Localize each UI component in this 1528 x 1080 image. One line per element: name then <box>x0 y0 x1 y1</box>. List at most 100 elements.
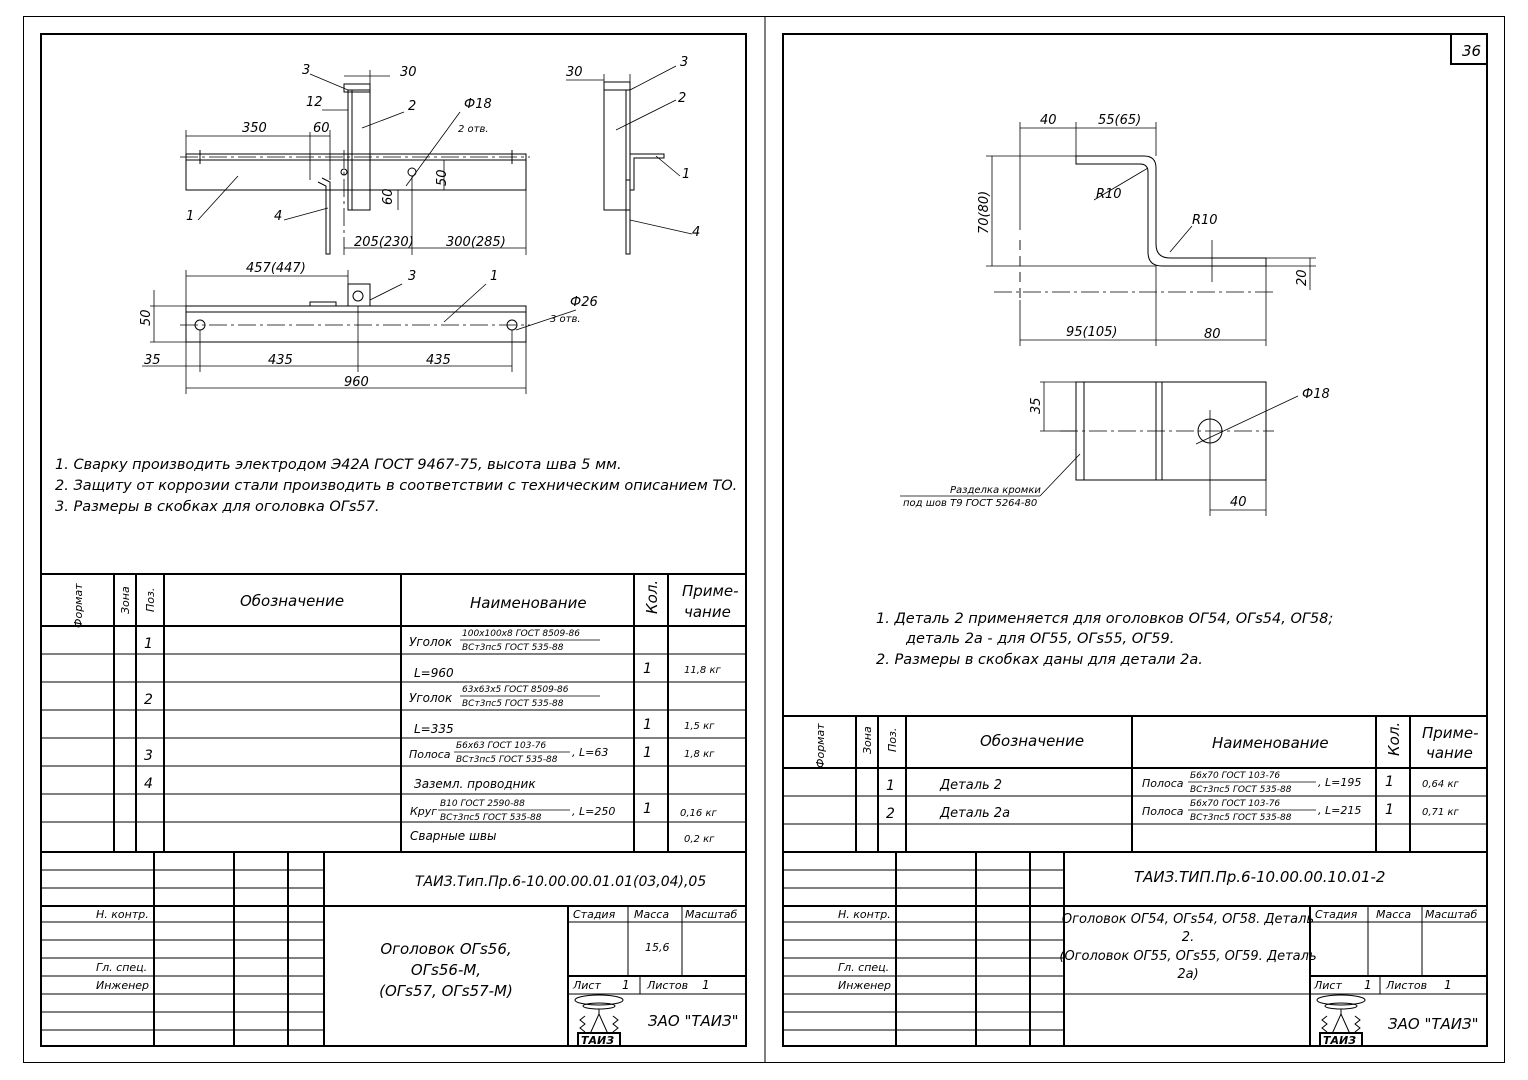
header-qty: Кол. <box>643 580 661 614</box>
row-frac-bot: ВСт3пс5 ГОСТ 535-88 <box>462 643 564 653</box>
dim-label: 50 <box>435 169 450 186</box>
dim-label: 60 <box>313 121 330 136</box>
row-pos: 2 <box>886 806 895 822</box>
mass-value: 15,6 <box>645 941 670 954</box>
left-plan-view <box>142 270 577 394</box>
header-note: Приме- <box>682 582 739 600</box>
row-designation: Деталь 2а <box>939 806 1010 821</box>
dim-label: 95(105) <box>1066 325 1118 340</box>
dim-label: 35 <box>1029 397 1044 414</box>
dim-label: 20 <box>1295 269 1310 286</box>
right-title-block <box>783 852 1487 1046</box>
row-qty: 1 <box>1385 802 1394 818</box>
row-frac-bot: ВСт3пс5 ГОСТ 535-88 <box>1190 785 1292 795</box>
right-plan-view-labels: 35 Ф18 40 Разделка кромки под шов Т9 ГОС… <box>903 387 1330 510</box>
dim-label: R10 <box>1192 213 1218 228</box>
drawing-title: Оголовок ОГ54, ОГs54, ОГ58. Деталь <box>1062 912 1314 927</box>
label-stadiya: Стадия <box>573 908 616 921</box>
logo-text: ТАИЗ <box>581 1034 614 1047</box>
dim-label: 435 <box>426 353 451 368</box>
label-inzhener: Инженер <box>838 979 891 992</box>
label-inzhener: Инженер <box>96 979 149 992</box>
row-frac-top: В10 ГОСТ 2590-88 <box>440 799 525 809</box>
dim-label: R10 <box>1096 187 1122 202</box>
row-name: Сварные швы <box>410 829 496 843</box>
note-line: 1. Деталь 2 применяется для оголовков ОГ… <box>876 611 1333 627</box>
pos-label: 1 <box>682 167 690 182</box>
header-name: Наименование <box>470 594 587 612</box>
right-profile-view-labels: 40 55(65) 70(80) R10 R10 20 95(105) 80 <box>977 113 1310 342</box>
right-title-block-text: ТАИЗ.ТИП.Пр.6-10.00.00.10.01-2 Н. контр.… <box>838 868 1479 1033</box>
dim-label: 50 <box>139 309 154 326</box>
row-name: Полоса <box>1142 777 1184 790</box>
row-name: Полоса <box>1142 805 1184 818</box>
listov-number: 1 <box>1444 978 1452 992</box>
dim-label: Ф18 <box>1302 387 1330 402</box>
row-suffix: , L=250 <box>572 805 615 818</box>
header-zone: Зона <box>119 586 132 614</box>
row-qty: 1 <box>1385 774 1394 790</box>
row-pos: 4 <box>144 776 153 792</box>
label-gl-spec: Гл. спец. <box>96 961 147 974</box>
right-profile-view <box>986 122 1316 346</box>
row-qty: 1 <box>643 717 652 733</box>
row-qty: 1 <box>643 745 652 761</box>
row-name: Уголок <box>409 635 453 649</box>
dim-label: Ф18 <box>464 97 492 112</box>
note-line: деталь 2а - для ОГ55, ОГs55, ОГ59. <box>905 631 1174 647</box>
row-name: L=960 <box>414 666 454 680</box>
row-frac-bot: ВСт3пс5 ГОСТ 535-88 <box>456 755 558 765</box>
dim-label: 435 <box>268 353 293 368</box>
dim-label: 12 <box>306 95 323 110</box>
pos-label: 4 <box>692 225 700 240</box>
pos-label: 3 <box>680 55 688 70</box>
right-notes: 1. Деталь 2 применяется для оголовков ОГ… <box>876 611 1333 668</box>
dim-label: 350 <box>242 121 267 136</box>
left-top-view <box>180 70 530 255</box>
row-frac-bot: ВСт3пс5 ГОСТ 535-88 <box>462 699 564 709</box>
row-frac-bot: ВСт3пс5 ГОСТ 535-88 <box>440 813 542 823</box>
label-n-kontr: Н. контр. <box>838 908 891 921</box>
row-qty: 1 <box>643 661 652 677</box>
left-side-view-labels: 30 3 2 1 4 <box>566 55 700 240</box>
header-zone: Зона <box>861 726 874 754</box>
dim-label: 35 <box>144 353 161 368</box>
dim-label: 30 <box>400 65 417 80</box>
row-note: 0,64 кг <box>1422 779 1459 790</box>
label-massa: Масса <box>1376 908 1411 921</box>
row-pos: 1 <box>886 778 895 794</box>
row-name: Полоса <box>409 748 451 761</box>
dim-label: 55(65) <box>1098 113 1141 128</box>
listov-number: 1 <box>702 978 710 992</box>
note-line: 1. Сварку производить электродом Э42А ГО… <box>55 457 622 473</box>
page-number: 36 <box>1462 42 1481 60</box>
label-masshtab: Масштаб <box>1425 908 1477 921</box>
row-name: L=335 <box>414 722 454 736</box>
sheet-frames <box>23 16 1505 1063</box>
label-gl-spec: Гл. спец. <box>838 961 889 974</box>
right-spec-rows: 1 Деталь 2 Полоса Б6х70 ГОСТ 103-76 ВСт3… <box>886 771 1459 823</box>
drawing-title: Оголовок ОГs56, <box>380 940 511 958</box>
pos-label: 2 <box>408 99 416 114</box>
left-spec-headers: Формат Зона Поз. Обозначение Наименовани… <box>72 580 739 628</box>
drawing-title: ОГs56-М, <box>411 961 481 979</box>
label-listov: Листов <box>646 979 688 992</box>
dim-label: 60 <box>381 188 396 205</box>
dim-label: Ф26 <box>570 295 598 310</box>
note-line: 2. Защиту от коррозии стали производить … <box>55 478 737 494</box>
header-format: Формат <box>72 583 85 628</box>
row-note: 1,5 кг <box>684 721 715 732</box>
drawing-title: 2а) <box>1177 967 1198 982</box>
label-massa: Масса <box>634 908 669 921</box>
row-suffix: , L=215 <box>1318 804 1361 817</box>
header-note: Приме- <box>1422 724 1479 742</box>
label-n-kontr: Н. контр. <box>96 908 149 921</box>
dim-label: 300(285) <box>446 235 506 250</box>
drawing-title: (Оголовок ОГ55, ОГs55, ОГ59. Деталь <box>1059 949 1316 964</box>
pos-label: 2 <box>678 91 686 106</box>
row-qty: 1 <box>643 801 652 817</box>
header-designation: Обозначение <box>240 592 344 610</box>
left-title-block-text: ТАИЗ.Тип.Пр.6-10.00.00.01.01(03,04),05 Н… <box>96 874 739 1030</box>
left-plan-view-labels: 457(447) 3 1 Ф26 3 отв. 50 35 435 435 96… <box>139 261 598 390</box>
row-frac-top: Б6х70 ГОСТ 103-76 <box>1190 771 1280 781</box>
